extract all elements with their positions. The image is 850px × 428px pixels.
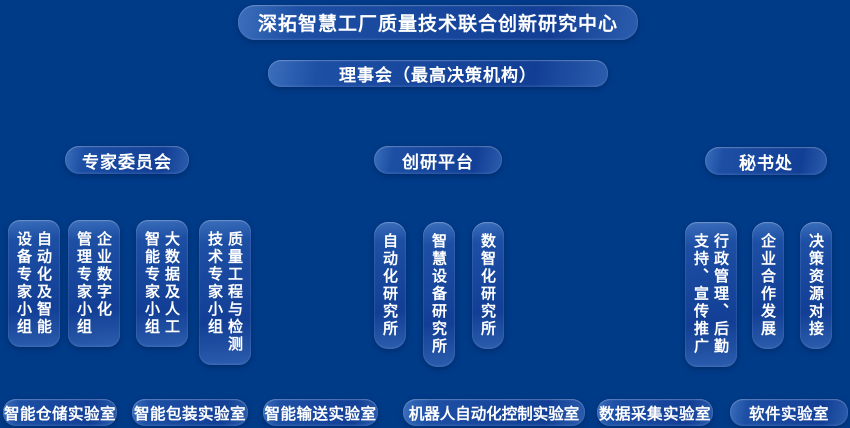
node-bigdata-ai-expert-group: 大数据及人工 智能专家小组 bbox=[136, 220, 188, 347]
node-automation-research-institute: 自动化研究所 bbox=[374, 222, 406, 349]
node-enterprise-cooperation-development: 企业合作发展 bbox=[752, 222, 784, 349]
lab-smart-packaging: 智能包装实验室 bbox=[132, 399, 248, 426]
lab-data-acquisition: 数据采集实验室 bbox=[597, 399, 713, 426]
node-smart-equipment-research-institute: 智慧设备研究所 bbox=[423, 222, 455, 367]
group-header-secretariat: 秘书处 bbox=[705, 147, 827, 175]
node-enterprise-digitalization-expert-group: 企业数字化 管理专家小组 bbox=[68, 220, 120, 347]
node-quality-engineering-testing-expert-group: 质量工程与检测 技术专家小组 bbox=[199, 220, 251, 365]
board-box: 理事会（最高决策机构） bbox=[268, 60, 608, 87]
node-decision-resource-docking: 决策资源对接 bbox=[800, 222, 832, 349]
group-header-expert-committee: 专家委员会 bbox=[65, 146, 189, 174]
lab-smart-warehousing: 智能仓储实验室 bbox=[3, 399, 117, 426]
node-admin-logistics-promotion: 行政管理、后勤 支持、宣传推广 bbox=[685, 222, 737, 367]
node-digital-intelligence-research-institute: 数智化研究所 bbox=[472, 222, 504, 349]
lab-robot-automation-control: 机器人自动化控制实验室 bbox=[403, 399, 585, 426]
lab-smart-conveying: 智能输送实验室 bbox=[263, 399, 378, 426]
org-title: 深拓智慧工厂质量技术联合创新研究中心 bbox=[238, 5, 638, 40]
lab-software: 软件实验室 bbox=[730, 399, 848, 426]
node-automation-smart-equipment-expert-group: 自动化及智能 设备专家小组 bbox=[8, 220, 60, 347]
group-header-innovation-platform: 创研平台 bbox=[374, 146, 502, 174]
